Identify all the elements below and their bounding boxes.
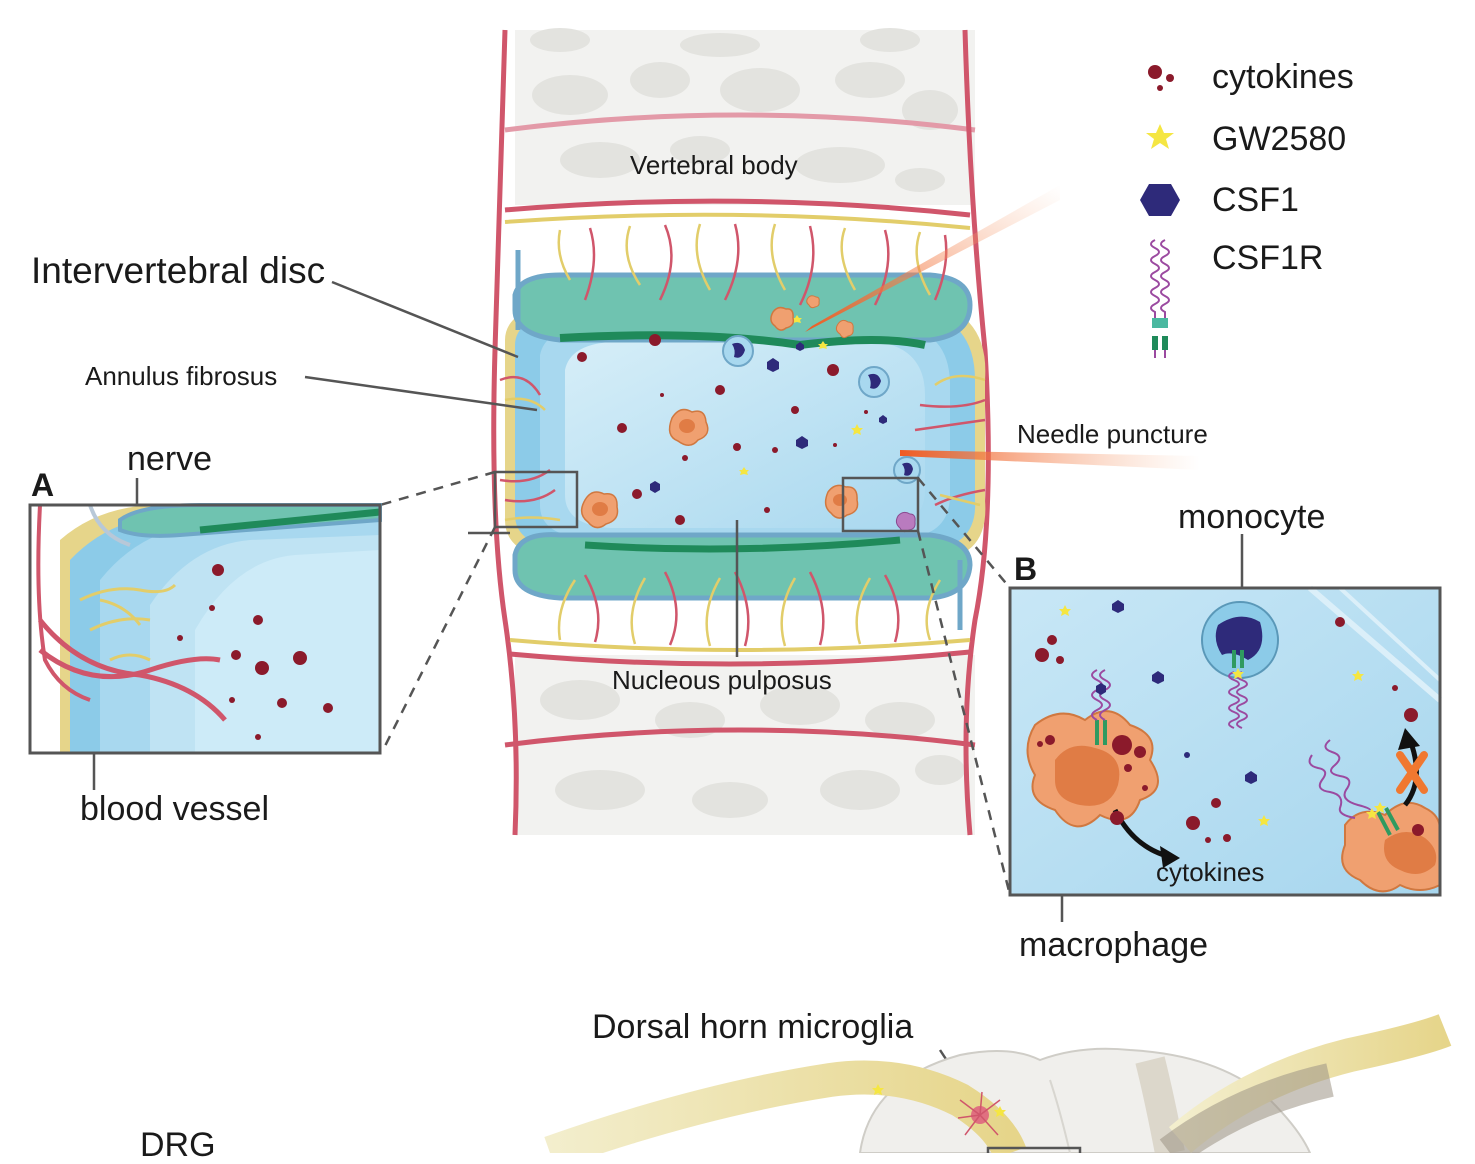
needle-puncture-label: Needle puncture xyxy=(1017,419,1208,449)
zoom-connectors xyxy=(379,470,1012,896)
cytokines-icon xyxy=(1148,65,1174,91)
zoom-box-a xyxy=(493,470,579,529)
intervertebral-disc-label: Intervertebral disc xyxy=(31,250,326,291)
disc-monocytes xyxy=(722,335,921,484)
legend-label-csf1: CSF1 xyxy=(1212,181,1299,219)
legend-label-cytokines: cytokines xyxy=(1212,58,1354,96)
needle-side xyxy=(900,450,1200,470)
macrophage-label: macrophage xyxy=(1019,926,1209,964)
legend-label-csf1r: CSF1R xyxy=(1212,239,1324,277)
nerve-label: nerve xyxy=(127,440,213,478)
disc-csf1 xyxy=(650,342,887,493)
vertebral-body-label: Vertebral body xyxy=(630,150,798,180)
panel-a-illustration xyxy=(28,503,382,755)
panel-a-label: A xyxy=(31,467,55,503)
upper-endplate-vessels xyxy=(557,223,948,306)
drg-label: DRG xyxy=(140,1126,216,1164)
hexagon-icon xyxy=(1140,184,1180,216)
lower-endplate-vessels xyxy=(557,571,942,647)
cytokines-arrow-label: cytokines xyxy=(1156,857,1265,887)
zoom-box-b xyxy=(841,476,920,533)
disc-macrophages xyxy=(580,295,916,533)
blood-vessel-label: blood vessel xyxy=(80,790,270,828)
panel-b-label: B xyxy=(1014,551,1038,587)
star-icon xyxy=(1146,124,1174,149)
legend-label-gw2580: GW2580 xyxy=(1212,120,1347,158)
monocyte-label: monocyte xyxy=(1178,498,1326,536)
spine-column xyxy=(491,28,991,836)
dorsal-horn-microglia-label: Dorsal horn microglia xyxy=(592,1008,914,1046)
nucleus-pulposus-label: Nucleous pulposus xyxy=(612,665,832,695)
receptor-icon xyxy=(1150,239,1170,358)
annulus-fibrosus-label: Annulus fibrosus xyxy=(85,361,278,391)
intervertebral-disc xyxy=(505,250,986,630)
disc-cytokines xyxy=(577,334,868,525)
needle-upper xyxy=(805,185,1060,332)
disc-gw2580 xyxy=(739,315,863,475)
annulus-side-vessels xyxy=(499,374,986,522)
spinal-cord-illustration xyxy=(544,1014,1452,1153)
panel-b-illustration xyxy=(1008,585,1442,897)
